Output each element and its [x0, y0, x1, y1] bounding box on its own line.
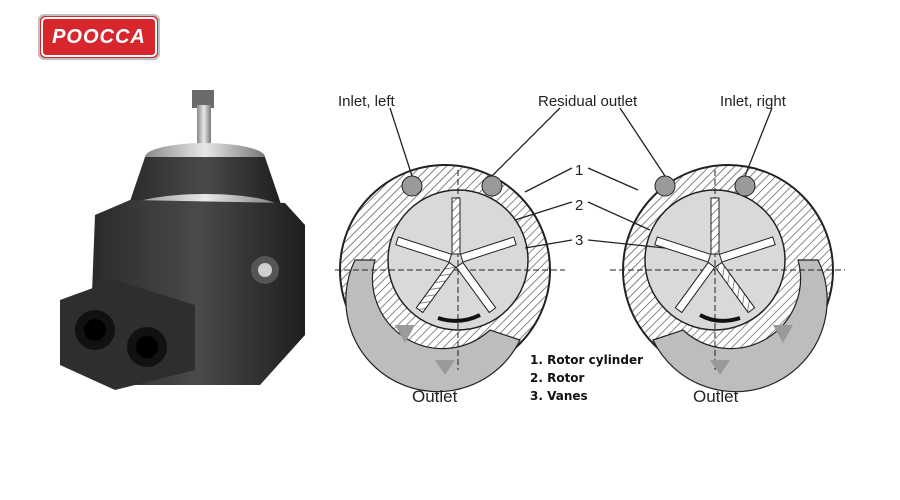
- label-outlet-right: Outlet: [693, 387, 739, 406]
- label-residual-outlet: Residual outlet: [538, 93, 638, 110]
- label-outlet-left: Outlet: [412, 387, 458, 406]
- brand-logo: POOCCA: [38, 14, 160, 60]
- right-vane-unit: [610, 164, 845, 393]
- vane-diagram: Inlet, left Residual outlet Inlet, right…: [335, 93, 845, 406]
- shaft-nut: [192, 90, 214, 108]
- left-vane-unit: [335, 164, 565, 393]
- vane-motor-photo: [60, 90, 305, 390]
- label-number-1: 1: [575, 162, 583, 179]
- shaft: [197, 105, 211, 155]
- label-inlet-left: Inlet, left: [338, 93, 396, 110]
- legend-item-1: 1. Rotor cylinder: [530, 353, 643, 367]
- label-number-3: 3: [575, 232, 583, 249]
- label-number-2: 2: [575, 197, 583, 214]
- legend-item-2: 2. Rotor: [530, 371, 585, 385]
- legend-item-3: 3. Vanes: [530, 389, 588, 403]
- brand-logo-text: POOCCA: [41, 17, 157, 57]
- label-inlet-right: Inlet, right: [720, 93, 787, 110]
- leader-lines: [389, 107, 773, 249]
